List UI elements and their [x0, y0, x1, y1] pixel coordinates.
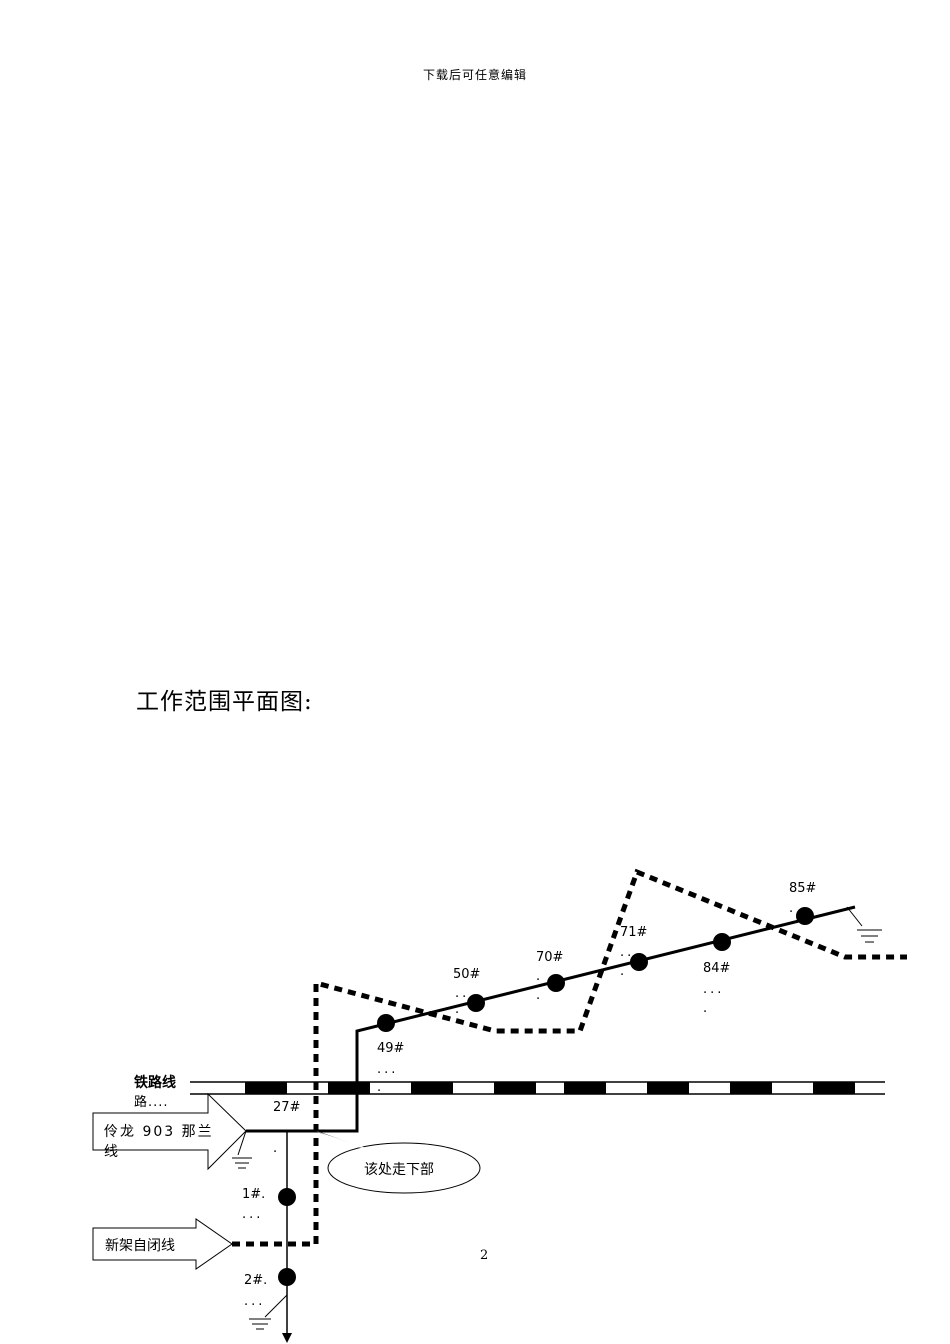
tower-2-dots: ... — [244, 1294, 265, 1309]
railway-label: 铁路线 — [134, 1074, 176, 1091]
page-number: 2 — [480, 1248, 489, 1263]
tower-50-dots-2: . — [455, 1002, 459, 1017]
tower-70 — [547, 974, 565, 992]
tower-85-dots: . — [789, 901, 793, 916]
tower-49-label: 49# — [377, 1041, 404, 1056]
tower-1-label: 1#. — [242, 1187, 265, 1202]
existing-line-label-1: 伶龙 903 那兰 — [104, 1124, 214, 1140]
tower-49 — [377, 1014, 395, 1032]
tower-27-label: 27# — [273, 1100, 300, 1115]
railway-line — [190, 1081, 885, 1095]
new-power-line — [232, 868, 907, 1247]
branch-line — [249, 1131, 292, 1343]
tower-2 — [278, 1268, 296, 1286]
tower-71-dots-2: . — [620, 964, 624, 979]
section-title: 工作范围平面图: — [136, 689, 313, 715]
tower-84-label: 84# — [703, 961, 730, 976]
tower-84-dots-2: . — [703, 1001, 707, 1016]
tower-84-dots: ... — [703, 982, 724, 997]
existing-line-arrow — [92, 1092, 247, 1171]
tower-50-dots: .. — [455, 986, 469, 1001]
tower-71-dots: .. — [620, 945, 634, 960]
tower-50 — [467, 994, 485, 1012]
header-note: 下载后可任意编辑 — [422, 68, 527, 82]
tower-85 — [796, 907, 814, 925]
new-line-arrow — [92, 1218, 233, 1270]
tower-49-dots: ... — [377, 1062, 398, 1077]
callout-text: 该处走下部 — [364, 1162, 434, 1178]
tower-1 — [278, 1188, 296, 1206]
tower-1-dots: ... — [242, 1207, 263, 1222]
tower-49-dots-2: . — [377, 1080, 381, 1095]
tower-2-label: 2#. — [244, 1273, 267, 1288]
tower-70-dots: . — [536, 969, 540, 984]
tower-71-label: 71# — [620, 925, 647, 940]
existing-line-label-2: 线 — [104, 1144, 118, 1160]
tower-85-label: 85# — [789, 881, 816, 896]
new-line-label: 新架自闭线 — [105, 1238, 175, 1254]
tower-84 — [713, 933, 731, 951]
tower-markers — [278, 907, 814, 1286]
existing-power-line — [232, 905, 882, 1169]
tower-27-dot: . — [273, 1141, 277, 1156]
tower-70-label: 70# — [536, 950, 563, 965]
tower-50-label: 50# — [453, 967, 480, 982]
tower-71 — [630, 953, 648, 971]
tower-70-dots-2: . — [536, 988, 540, 1003]
callout-bubble — [315, 1130, 481, 1194]
railway-label-sub: 路.... — [134, 1094, 169, 1110]
